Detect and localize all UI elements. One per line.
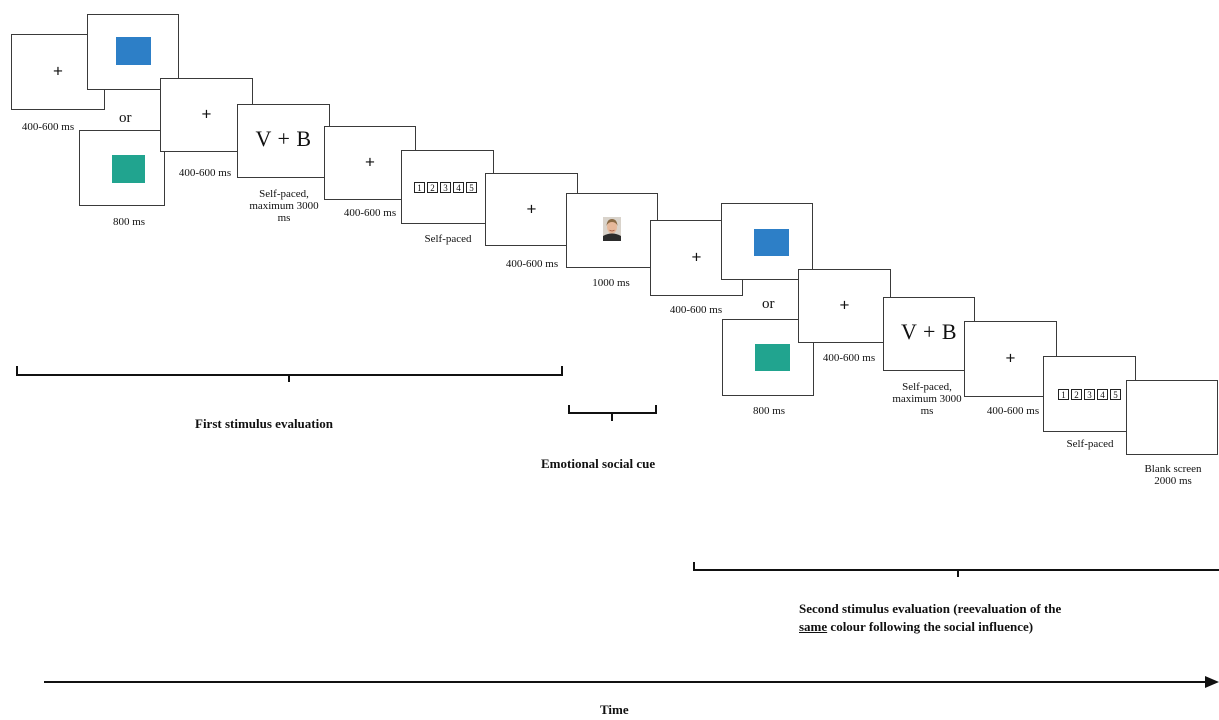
caption-fixation-5: 400-600 ms [669, 304, 723, 316]
caption-rating-2: Self-paced [1066, 438, 1114, 450]
fixation-frame-3: + [324, 126, 416, 200]
caption-fixation-4: 400-600 ms [505, 258, 559, 270]
time-arrow-head-icon [1205, 676, 1219, 688]
vb-frame-1: V + B [237, 104, 330, 178]
blue-colour-stimulus [754, 229, 789, 256]
face-icon [603, 217, 621, 241]
vb-response-prompt: V + B [255, 125, 312, 151]
face-photo-icon [603, 217, 621, 241]
caption-fixation-7: 400-600 ms [986, 405, 1040, 417]
time-axis-label: Time [600, 702, 629, 717]
fixation-frame-4: + [485, 173, 578, 246]
fixation-frame-7: + [964, 321, 1057, 397]
fixation-cross: + [839, 295, 850, 315]
teal-colour-stimulus [112, 155, 145, 183]
social-cue-label: Emotional social cue [541, 456, 656, 471]
blue-colour-stimulus [116, 37, 151, 65]
caption-face: 1000 ms [592, 277, 630, 289]
caption-colour-1: 800 ms [112, 216, 146, 228]
fixation-cross: + [53, 61, 63, 81]
teal-colour-stimulus [755, 344, 790, 371]
or-label-1: or [119, 110, 132, 126]
caption-rating-1: Self-paced [424, 233, 472, 245]
fixation-cross: + [691, 247, 702, 267]
blue-colour-frame-1 [87, 14, 179, 90]
fixation-cross: + [365, 152, 375, 172]
vb-frame-2: V + B [883, 297, 975, 371]
first-evaluation-label: First stimulus evaluation [195, 416, 333, 431]
fixation-cross: + [201, 104, 212, 124]
face-frame [566, 193, 658, 268]
fixation-cross: + [526, 199, 537, 219]
fixation-cross: + [1005, 348, 1016, 368]
blank-frame [1126, 380, 1218, 455]
blue-colour-frame-2 [721, 203, 813, 280]
second-evaluation-label: Second stimulus evaluation (reevaluation… [799, 601, 1062, 634]
social-cue-bracket [568, 405, 657, 421]
fixation-frame-6: + [798, 269, 891, 343]
first-evaluation-bracket [16, 366, 563, 382]
vb-response-prompt: V + B [900, 318, 958, 344]
teal-colour-frame-1 [79, 130, 165, 206]
second-evaluation-bracket [693, 562, 1219, 577]
caption-colour-2: 800 ms [752, 405, 786, 417]
caption-fixation-2: 400-600 ms [178, 167, 232, 179]
teal-colour-frame-2 [722, 319, 814, 396]
caption-fixation-3: 400-600 ms [343, 207, 397, 219]
caption-fixation-1: 400-600 ms [21, 121, 75, 133]
caption-fixation-6: 400-600 ms [822, 352, 876, 364]
or-label-2: or [762, 296, 775, 312]
